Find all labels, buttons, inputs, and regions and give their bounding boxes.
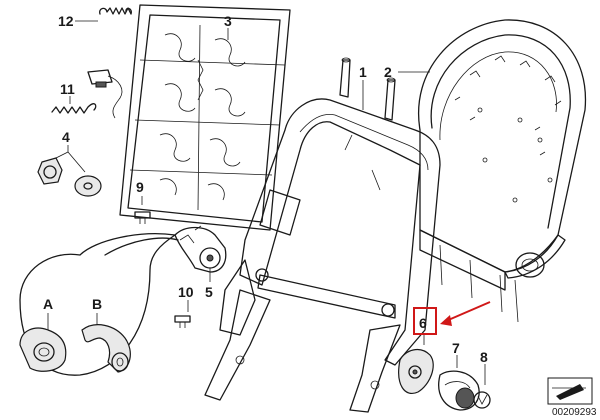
bolt-9 [134, 196, 151, 224]
label-10: 10 [178, 284, 194, 300]
recliner-wheel-5 [174, 225, 227, 282]
label-2: 2 [384, 64, 392, 80]
label-3: 3 [224, 13, 232, 29]
label-7: 7 [452, 340, 460, 356]
label-8: 8 [480, 349, 488, 365]
knob-7 [438, 355, 480, 411]
label-B: B [92, 296, 102, 312]
detail-inset [19, 233, 179, 376]
label-9: 9 [136, 179, 144, 195]
screw-10 [174, 300, 191, 328]
tension-spring-11 [51, 69, 123, 119]
document-number: 00209293 [552, 407, 597, 418]
nut-and-washer-4 [37, 145, 102, 197]
seat-back-shell [418, 19, 587, 323]
label-6: 6 [419, 315, 427, 331]
label-5: 5 [205, 284, 213, 300]
label-4: 4 [62, 129, 70, 145]
seat-back-frame [204, 57, 441, 413]
arrow-box-icon [547, 377, 593, 405]
label-A: A [43, 296, 53, 312]
tension-spring-12 [75, 7, 132, 22]
part-6-highlight-box [413, 307, 437, 335]
red-callout-arrow [440, 301, 491, 326]
label-11: 11 [60, 81, 75, 97]
label-12: 12 [58, 13, 74, 29]
label-1: 1 [359, 64, 367, 80]
spring-mat [119, 4, 291, 231]
leader-lines [227, 28, 430, 110]
clip-8 [473, 364, 491, 409]
adjuster-cover-6 [398, 335, 434, 394]
